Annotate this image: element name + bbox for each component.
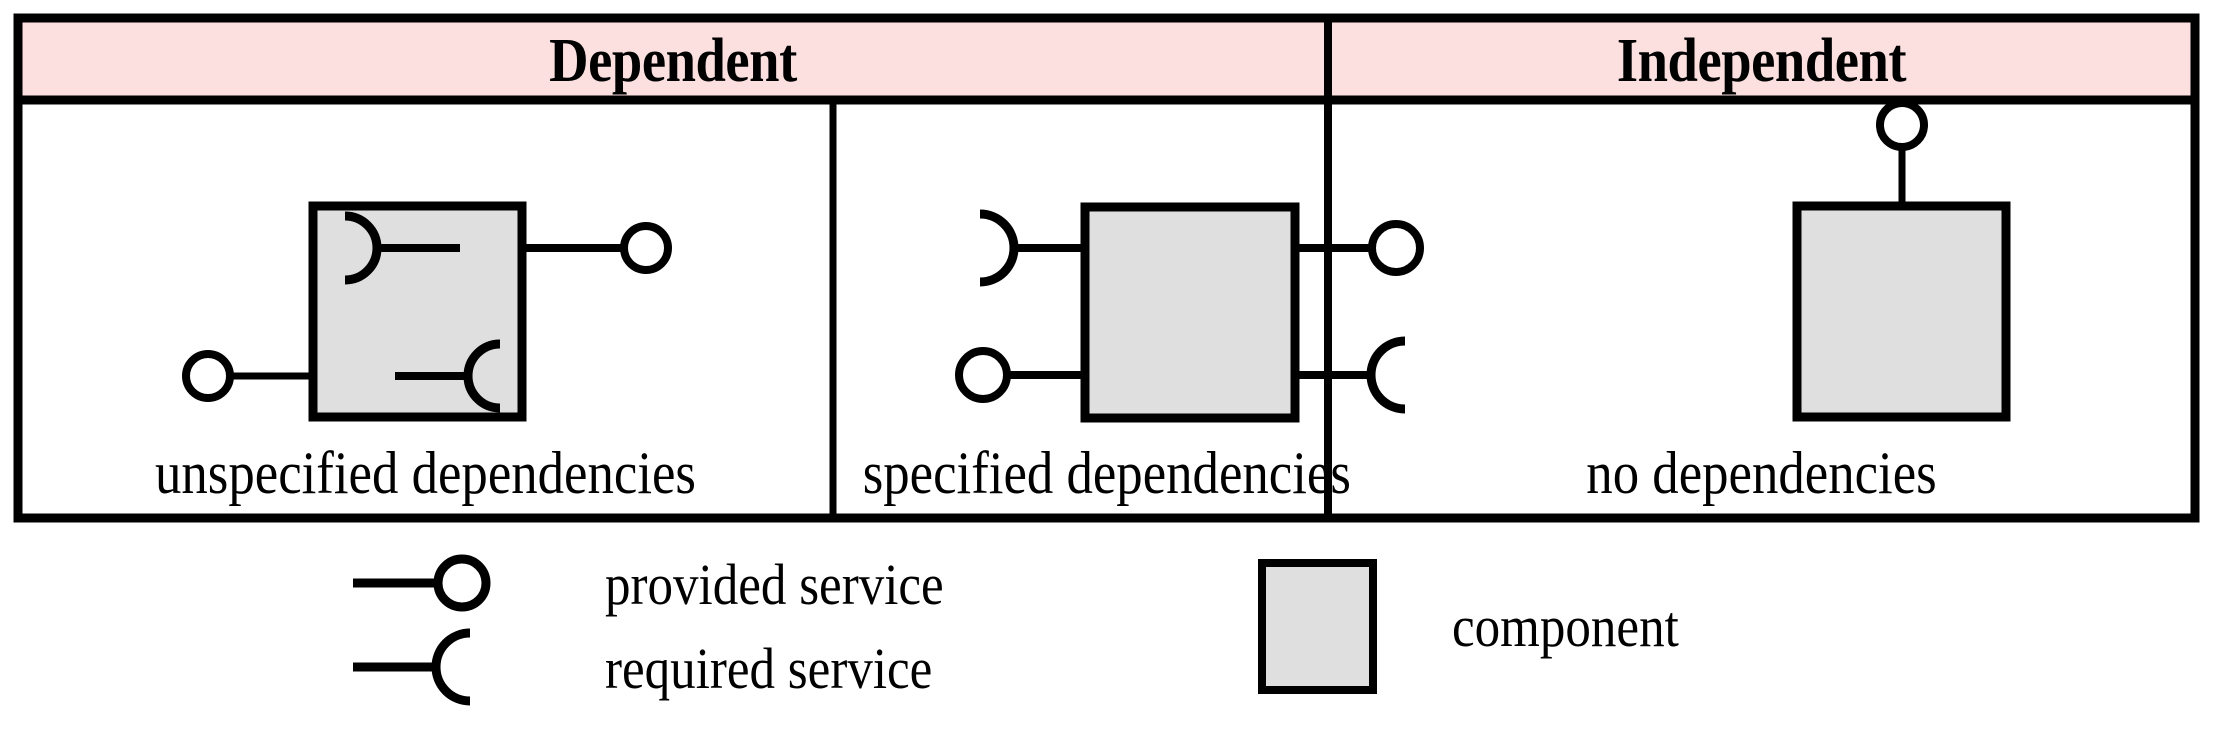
- component-box: [1792, 201, 2011, 422]
- required-service-socket-bottom-right: [1366, 336, 1406, 414]
- provided-service-ball-bottom-left: [955, 347, 1011, 403]
- header-cell-dependent-fill: [18, 18, 1328, 100]
- provided-service-ball-top-right: [620, 222, 672, 274]
- header-label-independent: Independent: [1616, 27, 1907, 95]
- caption-unspecified-dependencies: unspecified dependencies: [155, 440, 696, 506]
- component-diagram-specified: [955, 202, 1424, 423]
- provided-service-ball-bottom-left: [182, 350, 234, 402]
- legend-symbols: [353, 554, 1377, 706]
- component-box: [308, 201, 527, 422]
- legend-provided-ball-icon: [433, 554, 491, 612]
- component-diagram-unspecified: [182, 201, 672, 422]
- caption-specified-dependencies: specified dependencies: [862, 440, 1351, 506]
- component-box: [1080, 202, 1300, 423]
- component-diagram-no-dependencies: [1792, 99, 2011, 422]
- legend-label-required-service: required service: [605, 636, 933, 701]
- caption-no-dependencies: no dependencies: [1586, 440, 1937, 506]
- legend-label-component: component: [1452, 594, 1679, 659]
- legend-label-provided-service: provided service: [605, 552, 944, 617]
- provided-service-ball-top-right: [1368, 220, 1424, 276]
- header-label-dependent: Dependent: [549, 27, 797, 95]
- header-cell-independent-fill: [1328, 18, 2195, 100]
- legend-required-socket-icon: [431, 628, 471, 706]
- provided-service-ball-top-center: [1876, 99, 1928, 151]
- required-service-socket-top-left: [979, 209, 1019, 287]
- table-outer-border: [13, 13, 2200, 523]
- legend-component-swatch-icon: [1258, 559, 1377, 694]
